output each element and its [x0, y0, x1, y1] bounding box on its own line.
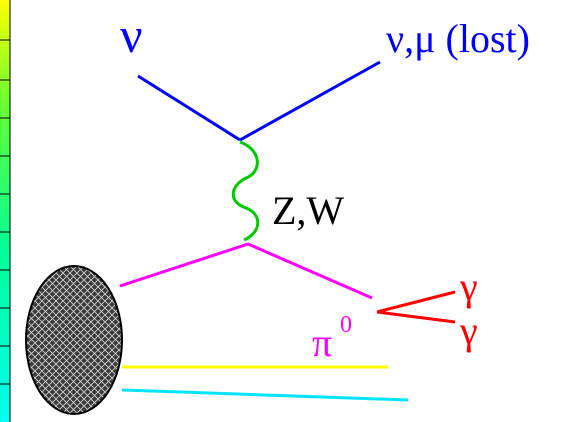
photon-line-2 [377, 312, 455, 322]
label-pion: π [312, 320, 332, 365]
pion-line-left [120, 244, 248, 286]
label-photon-1: γ [459, 264, 478, 309]
cyan-track [122, 390, 408, 400]
boson-propagator [233, 142, 258, 240]
label-pion-superscript: 0 [340, 312, 352, 338]
neutrino-in-line [138, 76, 240, 140]
label-boson: Z,W [272, 188, 344, 233]
left-scale-strip [0, 0, 10, 422]
label-neutrino-out: ν,μ (lost) [386, 16, 530, 61]
neutrino-out-line [240, 62, 380, 140]
pion-line-right [248, 244, 372, 298]
label-photon-2: γ [459, 308, 478, 353]
label-neutrino-in: ν [120, 7, 143, 63]
hatched-ellipse-nucleus-icon [26, 266, 122, 414]
photon-line-1 [377, 292, 455, 312]
